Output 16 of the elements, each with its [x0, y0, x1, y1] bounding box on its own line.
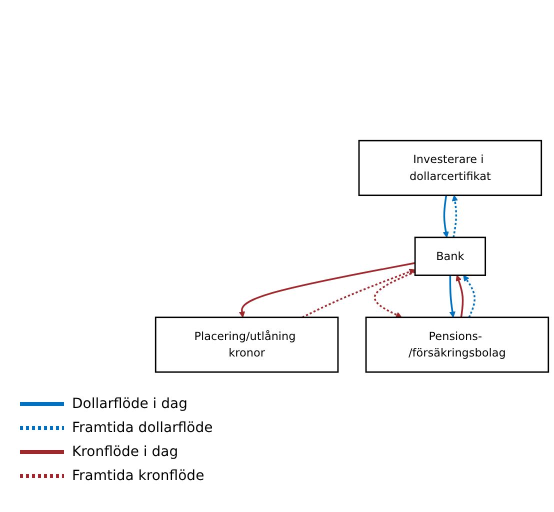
arrow: [302, 268, 416, 318]
legend-label: Dollarflöde i dag: [72, 396, 188, 412]
arrow: [238, 262, 416, 318]
arrow: [374, 270, 416, 318]
legend-label: Framtida kronflöde: [72, 468, 204, 484]
node-box: Bank: [414, 236, 486, 276]
arrow: [442, 194, 449, 238]
arrow: [463, 274, 476, 318]
arrow: [449, 274, 456, 318]
legend-label: Kronflöde i dag: [72, 444, 178, 460]
arrow: [452, 194, 458, 238]
node-box: Placering/utlåning kronor: [154, 316, 339, 372]
node-box: Pensions- /försäkringsbolag: [365, 316, 550, 372]
legend-label: Framtida dollarflöde: [72, 420, 213, 436]
node-box: Investerare i dollarcertifikat: [358, 140, 542, 196]
arrow: [456, 274, 464, 318]
